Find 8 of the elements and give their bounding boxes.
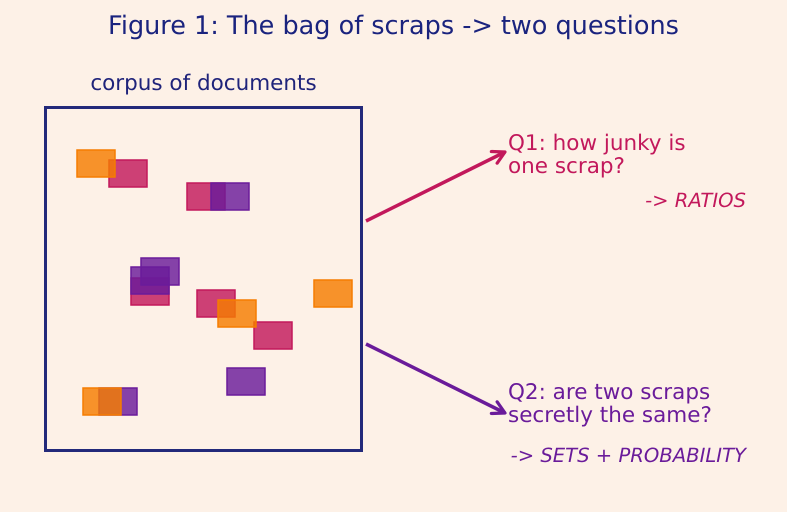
question-text: Q2: are two scraps secretly the same? — [508, 381, 713, 427]
figure-title: Figure 1: The bag of scraps -> two questions — [108, 10, 679, 42]
arrow — [365, 342, 507, 416]
answer-text: -> SETS + PROBABILITY — [510, 445, 746, 467]
box-heading: corpus of documents — [90, 72, 317, 96]
question-text: Q1: how junky is one scrap? — [508, 132, 687, 178]
arrow — [365, 150, 507, 223]
answer-text: -> RATIOS — [645, 190, 746, 212]
